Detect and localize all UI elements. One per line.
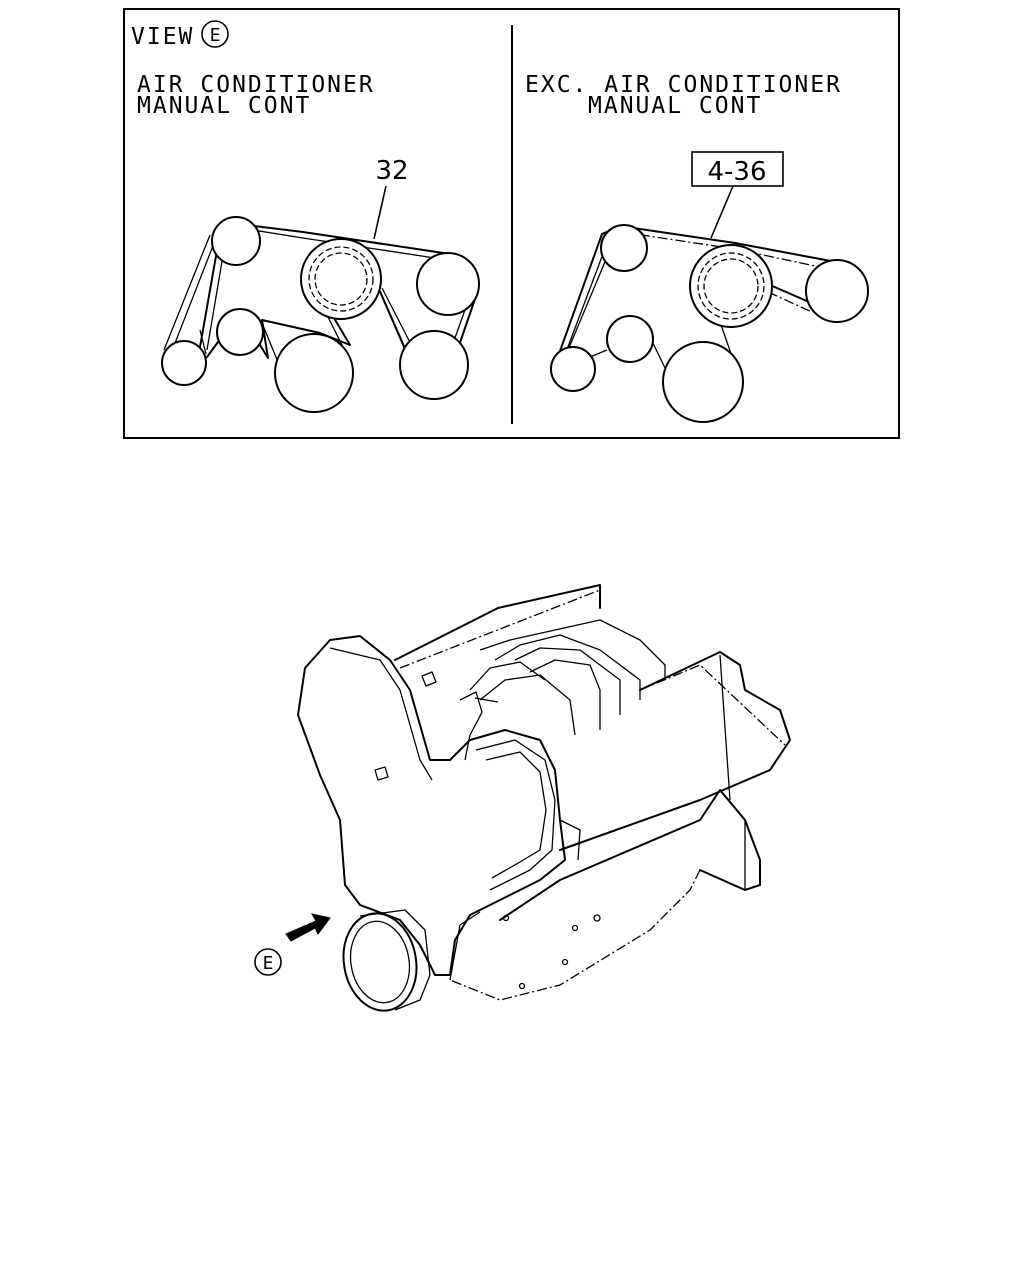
left-heading-line2: MANUAL CONT bbox=[137, 93, 311, 119]
svg-text:E: E bbox=[263, 953, 274, 974]
right-callout-box bbox=[691, 151, 784, 187]
detail-frame bbox=[123, 8, 900, 439]
engine-illustration bbox=[297, 584, 791, 1012]
view-label: VIEW bbox=[131, 24, 194, 50]
right-callout-leader bbox=[710, 185, 734, 239]
view-arrow bbox=[285, 913, 331, 942]
left-belt-layout bbox=[161, 216, 480, 413]
left-heading-line1: AIR CONDITIONER bbox=[137, 72, 375, 98]
engine-view-marker: E bbox=[254, 948, 282, 976]
view-marker: E bbox=[201, 20, 229, 48]
right-heading-line2: MANUAL CONT bbox=[588, 93, 762, 119]
left-callout-leader bbox=[373, 185, 387, 240]
left-callout: 32 bbox=[375, 156, 408, 186]
right-callout: 4-36 bbox=[707, 157, 766, 187]
right-belt-layout bbox=[550, 224, 869, 423]
svg-text:E: E bbox=[210, 25, 221, 46]
right-heading-line1: EXC. AIR CONDITIONER bbox=[525, 72, 842, 98]
